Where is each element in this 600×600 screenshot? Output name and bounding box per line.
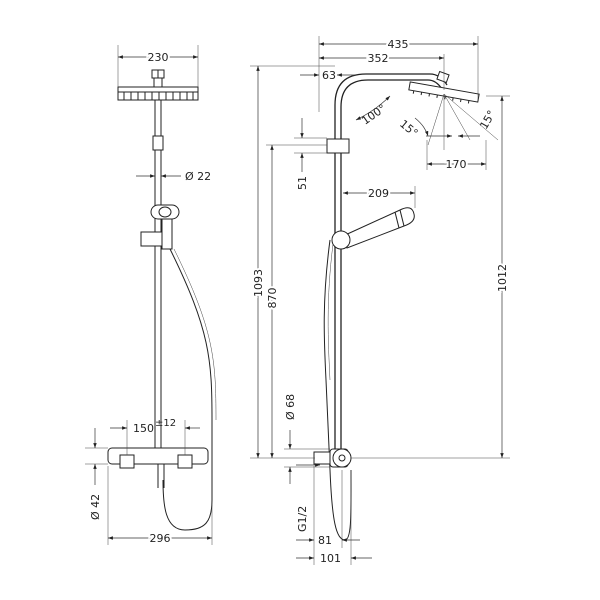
front-view	[107, 69, 217, 531]
dim-arm-offset: 63	[322, 69, 336, 82]
front-dimensions: 230 Ø 22 150 ±12 Ø 42 296	[85, 45, 213, 547]
dim-mixer-offset: 81	[318, 534, 332, 547]
dim-holder-offset: 51	[296, 176, 309, 190]
side-hand-shower	[331, 207, 415, 250]
dim-mixer-tolerance: ±12	[155, 418, 176, 429]
dim-swivel-right: 15°	[477, 108, 498, 131]
dim-mixer-spacing: 150	[133, 422, 154, 435]
dim-hand-shower-reach: 209	[368, 187, 389, 200]
dim-swivel-left: 15°	[397, 117, 420, 139]
dim-mixer-depth: 101	[320, 552, 341, 565]
hand-shower	[140, 204, 180, 250]
dim-mixer-diameter: Ø 42	[89, 494, 102, 520]
side-riser-pipe	[334, 125, 342, 450]
shower-arm	[334, 70, 450, 125]
dim-arm-reach: 352	[368, 52, 389, 65]
dim-total-height: 1093	[252, 269, 265, 297]
side-view	[313, 70, 499, 541]
dim-rail-height: 870	[266, 288, 279, 309]
rail-holder	[326, 138, 350, 154]
dim-head-depth: 170	[446, 158, 467, 171]
dim-mixer-width: 296	[150, 532, 171, 545]
dim-outlet-diameter: Ø 68	[284, 394, 297, 420]
overhead-shower-head	[117, 69, 199, 101]
dim-total-reach: 435	[388, 38, 409, 51]
riser-pipe	[152, 100, 164, 455]
dim-connection-thread: G1/2	[296, 506, 309, 532]
thermostat-mixer	[107, 447, 209, 488]
hose	[162, 248, 213, 531]
side-mixer	[313, 448, 352, 468]
dim-head-width: 230	[148, 51, 169, 64]
side-dimensions: 435 352 63 100° 15° 15° 170 51 209	[250, 36, 511, 565]
side-hose	[323, 239, 352, 541]
dim-outlet-height: 1012	[496, 264, 509, 292]
dim-arm-angle: 100°	[359, 102, 388, 128]
dim-pipe-diameter: Ø 22	[185, 170, 211, 183]
swivel-angle-rays	[427, 93, 499, 150]
